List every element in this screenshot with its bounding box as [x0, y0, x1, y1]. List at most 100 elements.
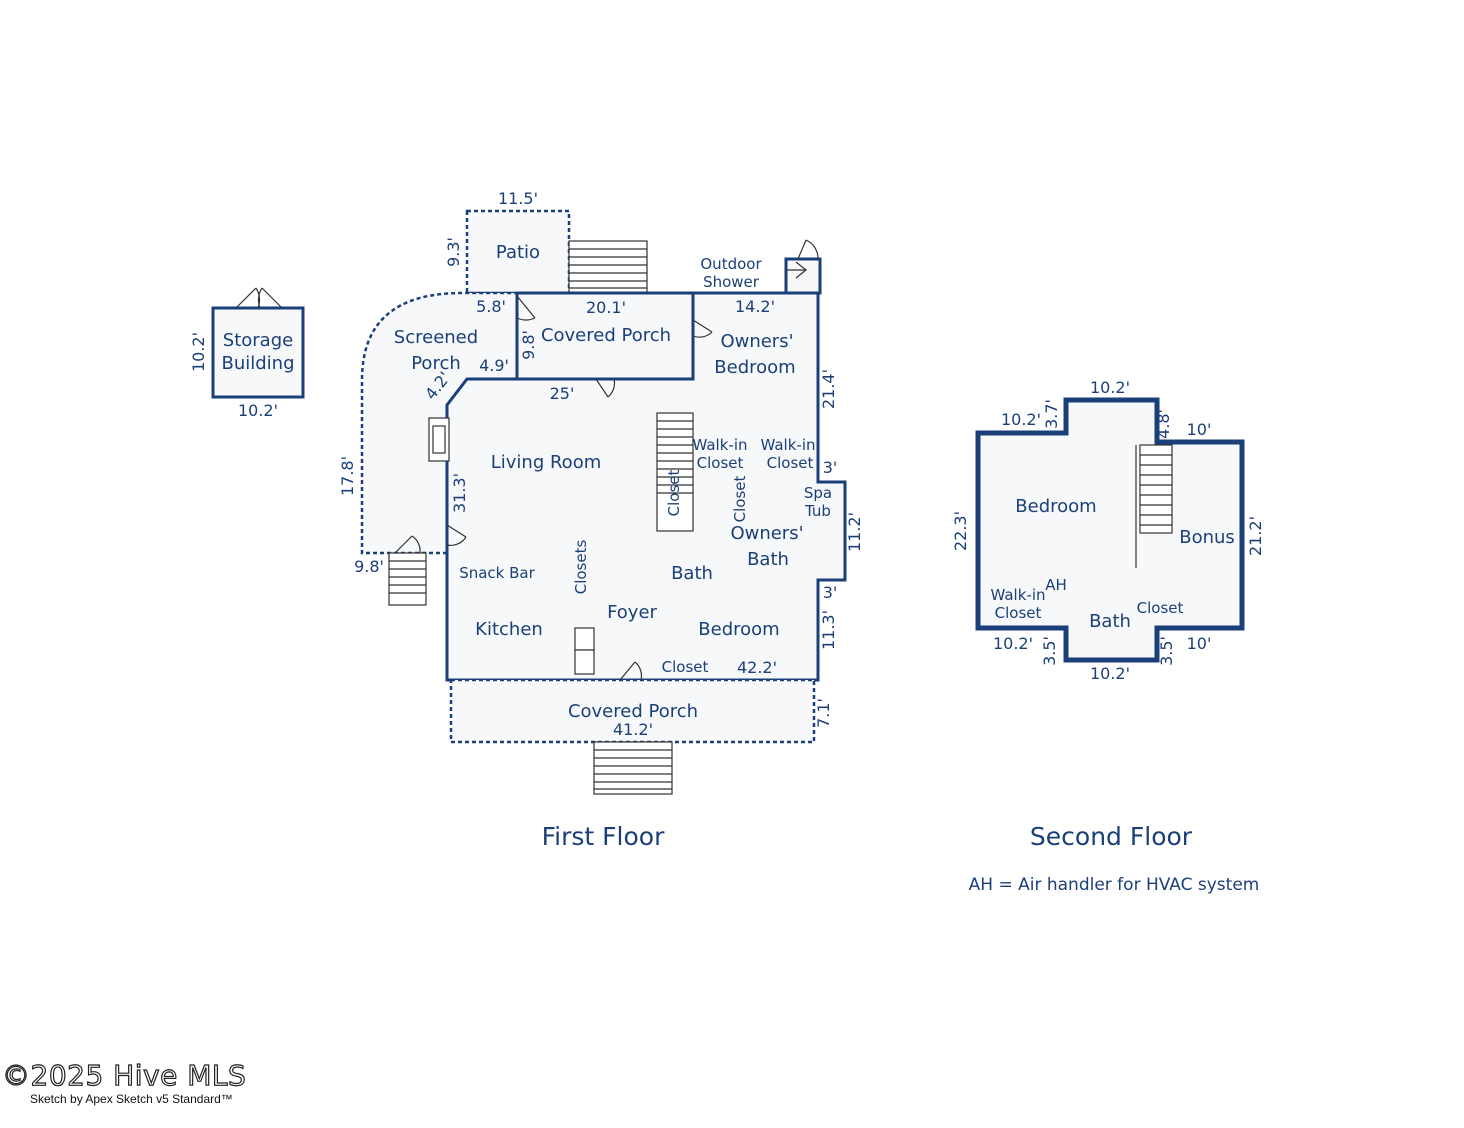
dim-spa-bottom: 3'	[823, 583, 838, 602]
upper-closet-label: Closet	[1137, 599, 1184, 617]
shower-arrow-icon	[786, 261, 807, 279]
owners-bath-label-1: Owners'	[730, 523, 803, 544]
patio-stairs	[568, 240, 648, 294]
storage-depth-dim: 10.2'	[189, 332, 208, 372]
door-screened-to-porch-icon	[516, 295, 536, 321]
dim-screen-left: 17.8'	[338, 456, 357, 496]
side-stairs	[388, 552, 427, 606]
second-floor-caption: Second Floor	[1030, 822, 1193, 851]
dim-screen-bottom: 9.8'	[354, 557, 384, 576]
storage-label-1: Storage	[223, 330, 293, 351]
back-porch-label: Covered Porch	[541, 325, 671, 346]
upper-bedroom-label: Bedroom	[1015, 496, 1096, 517]
screened-porch-label-2: Porch	[411, 353, 461, 374]
copyright-text: ©2025 Hive MLS	[1, 1059, 247, 1092]
second-floor-outline	[975, 397, 1245, 663]
dim-upper-notch-right-top: 4.8'	[1154, 409, 1173, 439]
fireplace-icon	[428, 417, 450, 462]
outdoor-shower-box	[784, 257, 822, 295]
front-stairs	[593, 741, 673, 795]
snack-bar-label: Snack Bar	[459, 564, 535, 582]
dim-patio-width: 11.5'	[498, 189, 538, 208]
owners-bath-label-2: Bath	[747, 549, 789, 570]
spa-tub-label-1: Spa	[804, 484, 832, 502]
upper-walkin-label-1: Walk-in	[990, 586, 1045, 604]
dim-upper-bottom-left: 10.2'	[993, 634, 1033, 653]
dim-upper-left-side: 22.3'	[951, 511, 970, 551]
dim-upper-notch-left-top: 3.7'	[1042, 399, 1061, 429]
door-living-back-icon	[595, 378, 616, 398]
closet-mid-label: Closet	[731, 476, 749, 523]
door-screened-stairs-icon	[394, 535, 421, 554]
bonus-label: Bonus	[1179, 527, 1235, 548]
washer-dryer-icon	[574, 627, 595, 675]
dim-owners-depth: 21.4'	[819, 369, 838, 409]
dim-back-porch-width: 20.1'	[586, 298, 626, 317]
dim-screen-top: 5.8'	[476, 297, 506, 316]
door-owners-icon	[692, 319, 713, 338]
storage-building: Storage Building 10.2' 10.2'	[189, 287, 305, 420]
patio-outline	[465, 209, 571, 295]
walkin-closet-a-label-1: Walk-in	[692, 436, 747, 454]
closet-front-label: Closet	[662, 658, 709, 676]
dim-upper-bottom-right: 10'	[1187, 634, 1212, 653]
dim-upper-top-right: 10'	[1187, 420, 1212, 439]
foyer-label: Foyer	[607, 602, 657, 623]
dim-house-width: 42.2'	[737, 658, 777, 677]
dim-upper-bottom-center: 10.2'	[1090, 664, 1130, 683]
ah-legend-note: AH = Air handler for HVAC system	[969, 875, 1260, 895]
first-floor-caption: First Floor	[542, 822, 665, 851]
storage-door-left	[235, 287, 261, 309]
bedroom-label: Bedroom	[698, 619, 779, 640]
dim-bedroom-right: 11.3'	[819, 610, 838, 650]
closet-stair-label: Closet	[665, 470, 683, 517]
front-covered-porch-outline	[449, 678, 816, 744]
dim-front-porch-width: 41.2'	[613, 720, 653, 739]
shower-door-icon	[797, 239, 819, 260]
dim-spa-top: 3'	[823, 458, 838, 477]
dim-owners-width: 14.2'	[735, 297, 775, 316]
dim-patio-depth: 9.3'	[444, 237, 463, 267]
walkin-closet-b-label-2: Closet	[767, 454, 814, 472]
second-floor: Bedroom Bonus Walk-in Closet AH Bath Clo…	[951, 378, 1265, 895]
upper-bath-label: Bath	[1089, 611, 1131, 632]
upper-walkin-label-2: Closet	[995, 604, 1042, 622]
storage-outline	[211, 306, 305, 399]
dim-front-porch-depth: 7.1'	[814, 698, 833, 728]
outdoor-shower-label-1: Outdoor	[700, 255, 762, 273]
patio-label: Patio	[496, 242, 540, 263]
interior-stairs	[656, 412, 694, 532]
second-floor-stairs	[1135, 444, 1173, 568]
first-floor: Patio Screened Porch Covered Porch Outdo…	[338, 189, 864, 851]
bath-label: Bath	[671, 563, 713, 584]
living-room-label: Living Room	[491, 452, 602, 473]
dim-spa-side: 11.2'	[845, 512, 864, 552]
screened-porch-label-1: Screened	[394, 327, 478, 348]
dim-upper-notch-left-bottom: 3.5'	[1040, 636, 1059, 666]
dim-upper-notch-right-bottom: 3.5'	[1157, 636, 1176, 666]
dim-upper-right-side: 21.2'	[1246, 516, 1265, 556]
owners-bedroom-label-2: Bedroom	[714, 357, 795, 378]
ah-label: AH	[1045, 576, 1067, 594]
dim-upper-top-center: 10.2'	[1090, 378, 1130, 397]
main-house-outline	[445, 291, 847, 682]
walkin-closet-b-label-1: Walk-in	[760, 436, 815, 454]
closets-label: Closets	[572, 540, 590, 595]
sketch-credit: Sketch by Apex Sketch v5 Standard™	[30, 1092, 233, 1106]
storage-label-2: Building	[221, 353, 294, 374]
front-porch-label: Covered Porch	[568, 701, 698, 722]
dim-living-top: 25'	[550, 384, 575, 403]
storage-door-right	[257, 287, 283, 309]
spa-tub-label-2: Tub	[804, 502, 831, 520]
watermark: ©2025 Hive MLS Sketch by Apex Sketch v5 …	[1, 1059, 247, 1106]
dim-screen-inner: 4.9'	[479, 356, 509, 375]
dim-upper-top-left: 10.2'	[1001, 410, 1041, 429]
dim-living-left: 31.3'	[450, 473, 469, 513]
walkin-closet-a-label-2: Closet	[697, 454, 744, 472]
storage-width-dim: 10.2'	[238, 401, 278, 420]
outdoor-shower-label-2: Shower	[703, 273, 760, 291]
door-front-icon	[619, 661, 643, 681]
kitchen-label: Kitchen	[475, 619, 543, 640]
dim-back-porch-depth: 9.8'	[519, 330, 538, 360]
